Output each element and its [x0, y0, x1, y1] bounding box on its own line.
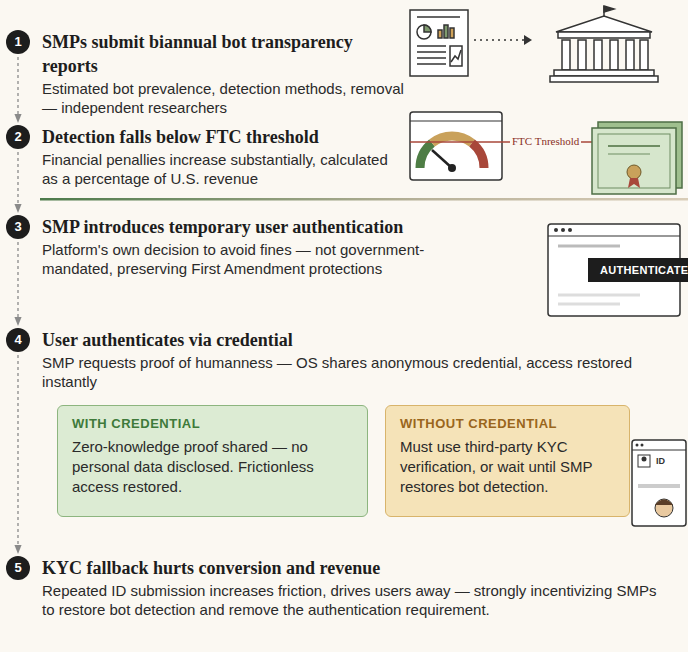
step-heading: Detection falls below FTC threshold — [42, 125, 406, 149]
step-heading: SMPs submit biannual bot transparency re… — [42, 30, 406, 78]
step-row: 5 KYC fallback hurts conversion and reven… — [6, 556, 672, 619]
step-heading: KYC fallback hurts conversion and revenu… — [42, 556, 672, 580]
box-description: Must use third-party KYC verification, o… — [400, 437, 615, 497]
flow-connector — [17, 242, 18, 325]
step-row: 2 Detection falls below FTC thresholdFina… — [6, 125, 406, 188]
step-heading: User authenticates via credential — [42, 328, 672, 352]
box-description: Zero-knowledge proof shared — no persona… — [72, 437, 353, 497]
box-heading: WITHOUT CREDENTIAL — [400, 416, 615, 431]
report-icon — [410, 10, 468, 76]
flow-connector — [17, 152, 18, 212]
outcome-box: WITH CREDENTIAL Zero-knowledge proof shar… — [57, 405, 368, 517]
step-number: 4 — [6, 328, 30, 352]
step-row: 4 User authenticates via credentialSMP re… — [6, 328, 672, 391]
step-description: Platform's own decision to avoid fines —… — [42, 240, 486, 278]
divider-rule — [40, 198, 688, 201]
certificate — [592, 122, 682, 194]
step-description: Financial penallies increase substantial… — [42, 150, 406, 188]
flow-connector — [17, 57, 18, 122]
flow-arrow — [474, 35, 532, 45]
authenticate-button: AUTHENTICATE — [588, 258, 688, 282]
step-number: 1 — [6, 30, 30, 54]
step-number: 2 — [6, 125, 30, 149]
step-description: SMP requests proof of humanness — OS sha… — [42, 353, 672, 391]
government-building — [550, 6, 658, 82]
box-heading: WITH CREDENTIAL — [72, 416, 353, 431]
id-label: ID — [656, 456, 665, 466]
outcome-box: WITHOUT CREDENTIAL Must use third-party K… — [385, 405, 630, 517]
step-description: Repeated ID submission increases frictio… — [42, 581, 672, 619]
step-heading: SMP introduces temporary user authentica… — [42, 215, 486, 239]
step-description: Estimated bot prevalence, detection meth… — [42, 79, 406, 117]
step-number: 3 — [6, 215, 30, 239]
gauge-window — [410, 112, 502, 180]
id-card — [632, 440, 686, 526]
step-number: 5 — [6, 556, 30, 580]
step-row: 3 SMP introduces temporary user authentic… — [6, 215, 486, 278]
flow-connector — [17, 355, 18, 553]
threshold-label: FTC Tnreshold — [510, 134, 581, 148]
step-row: 1 SMPs submit biannual bot transparency r… — [6, 30, 406, 117]
